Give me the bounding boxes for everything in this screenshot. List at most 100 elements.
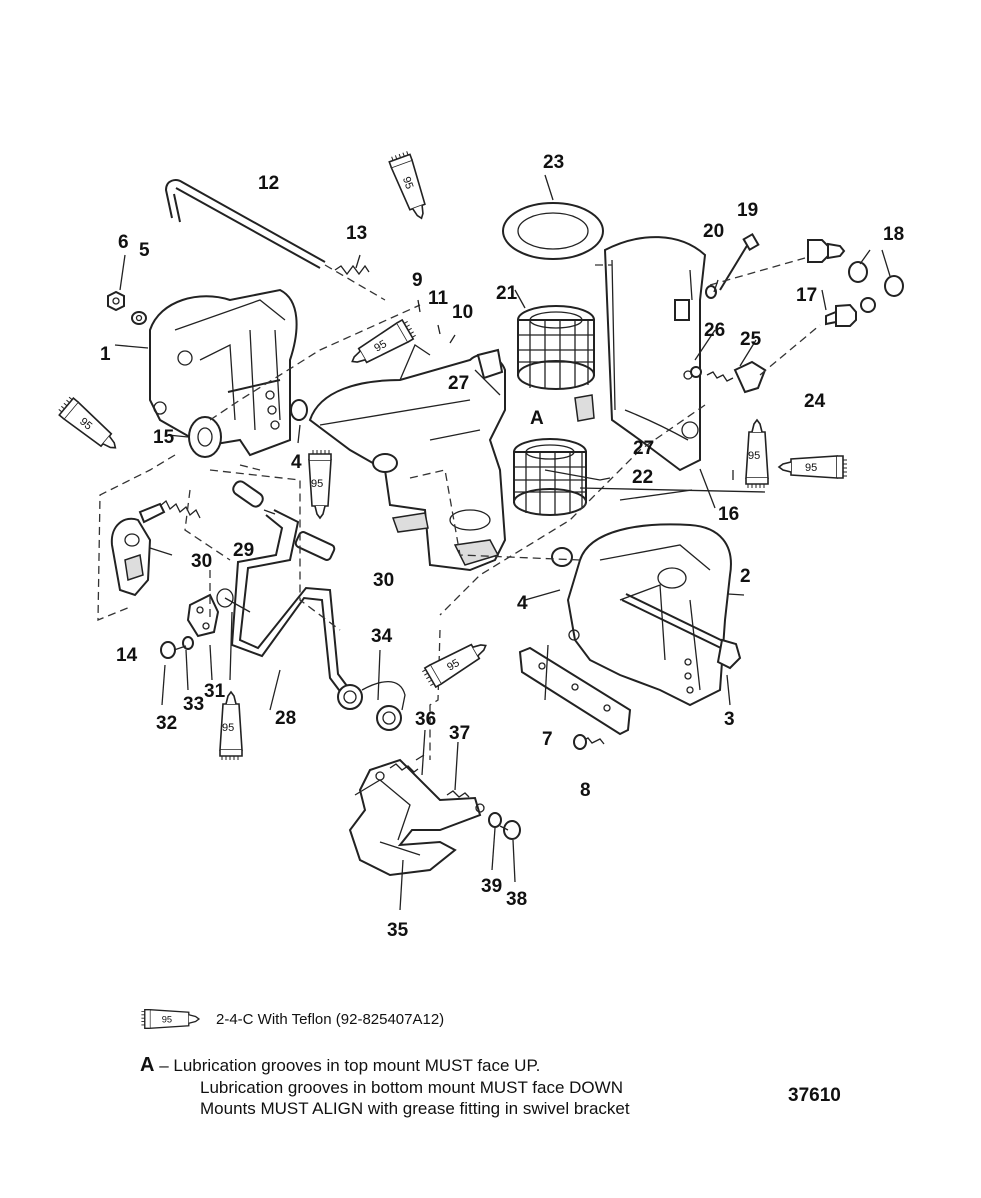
legend-text: 2-4-C With Teflon (92-825407A12) (216, 1010, 445, 1028)
lower-mount-22 (513, 438, 587, 516)
note-line-2: Lubrication grooves in bottom mount MUST… (200, 1078, 623, 1097)
label-part-28: 28 (275, 708, 296, 729)
bracket-31 (160, 593, 220, 659)
sleeve-30 (216, 531, 336, 613)
swivel-housing (603, 236, 707, 472)
svg-text:95: 95 (372, 338, 389, 355)
label-part-39: 39 (481, 876, 502, 897)
grease-tube-right-vertical: 95 (745, 419, 769, 489)
label-part-29: 29 (233, 540, 254, 561)
label-part-20: 20 (703, 221, 724, 242)
label-part-30-left: 30 (191, 551, 212, 572)
grease-tube-middle: 95 (308, 449, 332, 519)
spring-37 (446, 790, 470, 798)
label-part-25: 25 (740, 329, 762, 350)
label-part-4-left: 4 (291, 452, 302, 473)
label-part-26: 26 (704, 320, 725, 341)
label-part-19: 19 (737, 200, 758, 221)
lubricant-legend: 95 2-4-C With Teflon (92-825407A12) (136, 1006, 444, 1032)
label-part-31: 31 (204, 681, 226, 702)
label-part-22: 22 (632, 467, 653, 488)
assembly-guide-lines (97, 174, 891, 911)
label-part-8: 8 (580, 780, 591, 801)
label-part-36: 36 (415, 709, 436, 730)
label-part-37: 37 (449, 723, 470, 744)
pin-29 (232, 480, 276, 515)
callout-a: A (530, 408, 544, 429)
grease-tube-left: 95 (55, 394, 124, 457)
grease-fitting-17 (807, 239, 876, 327)
svg-text:95: 95 (445, 657, 462, 674)
svg-text:95: 95 (222, 722, 234, 734)
svg-text:95: 95 (805, 462, 817, 474)
drawing-number: 37610 (788, 1085, 841, 1106)
label-part-11: 11 (428, 288, 449, 309)
svg-text:95: 95 (400, 175, 415, 191)
reverse-lock-hook-35 (348, 758, 485, 877)
label-part-23: 23 (543, 152, 564, 173)
part-labels: 1 2 3 4 4 5 6 7 8 9 10 11 12 13 14 15 16… (100, 152, 904, 941)
label-part-2: 2 (740, 566, 751, 587)
upper-mount-21 (517, 305, 595, 390)
note-line-3: Mounts MUST ALIGN with grease fitting in… (200, 1099, 630, 1118)
screw-25 (690, 360, 767, 394)
label-part-18: 18 (883, 224, 904, 245)
label-part-33: 33 (183, 694, 204, 715)
label-part-35: 35 (387, 920, 409, 941)
grease-tube-center: 95 (345, 317, 418, 372)
label-part-24: 24 (804, 391, 826, 412)
grease-tube-icon: 95 (140, 1009, 200, 1029)
washer-4-right (551, 547, 573, 567)
screw-38 (499, 820, 521, 840)
grease-tube-right-horizontal: 95 (778, 455, 848, 479)
label-part-5: 5 (139, 240, 150, 261)
tilt-lock-linkage-28 (230, 509, 351, 695)
label-part-16: 16 (718, 504, 739, 525)
clamp-bracket-left (149, 288, 298, 457)
label-part-21: 21 (496, 283, 518, 304)
label-part-6: 6 (118, 232, 129, 253)
tilt-lock-knob-15 (188, 416, 222, 458)
spring-13 (324, 264, 386, 301)
label-part-10: 10 (452, 302, 473, 323)
wedge-27-bottom (574, 394, 595, 422)
bolt-19 (705, 232, 760, 299)
label-part-12: 12 (258, 173, 279, 194)
svg-text:95: 95 (311, 478, 323, 490)
label-part-27-lower: 27 (633, 438, 654, 459)
label-part-34: 34 (371, 626, 393, 647)
washer-39 (488, 812, 502, 828)
support-plate-7 (518, 646, 632, 736)
grease-cap-18 (848, 261, 904, 297)
label-part-7: 7 (542, 729, 553, 750)
spring-34 (337, 680, 406, 731)
note-letter: A (140, 1054, 155, 1076)
note-a: A – Lubrication grooves in top mount MUS… (140, 1054, 540, 1077)
label-part-15: 15 (153, 427, 175, 448)
grease-tube-bottom-left: 95 (219, 691, 243, 761)
screw-8 (573, 734, 605, 750)
label-part-3: 3 (724, 709, 735, 730)
svg-text:95: 95 (748, 450, 760, 462)
tilt-spring-rod (138, 499, 201, 556)
label-part-30-right: 30 (373, 570, 394, 591)
label-part-14: 14 (116, 645, 138, 666)
wedge-27-top (476, 348, 504, 380)
through-bolt-3 (621, 593, 742, 670)
label-part-9: 9 (412, 270, 423, 291)
svg-text:95: 95 (162, 1014, 172, 1024)
label-part-17: 17 (796, 285, 817, 306)
grease-tube-lower-center: 95 (420, 635, 493, 690)
label-part-1: 1 (100, 344, 111, 365)
label-part-4-right: 4 (517, 593, 528, 614)
tilt-lock-rod-12 (164, 179, 326, 269)
clamp-bracket-right (566, 523, 732, 707)
label-part-13: 13 (346, 223, 367, 244)
nut-6 (107, 290, 147, 325)
washer-4-left (290, 399, 308, 421)
note-line-1: – Lubrication grooves in top mount MUST … (159, 1056, 541, 1075)
label-part-38: 38 (506, 889, 527, 910)
bushing-ring-23 (502, 202, 604, 260)
label-part-27-upper: 27 (448, 373, 469, 394)
